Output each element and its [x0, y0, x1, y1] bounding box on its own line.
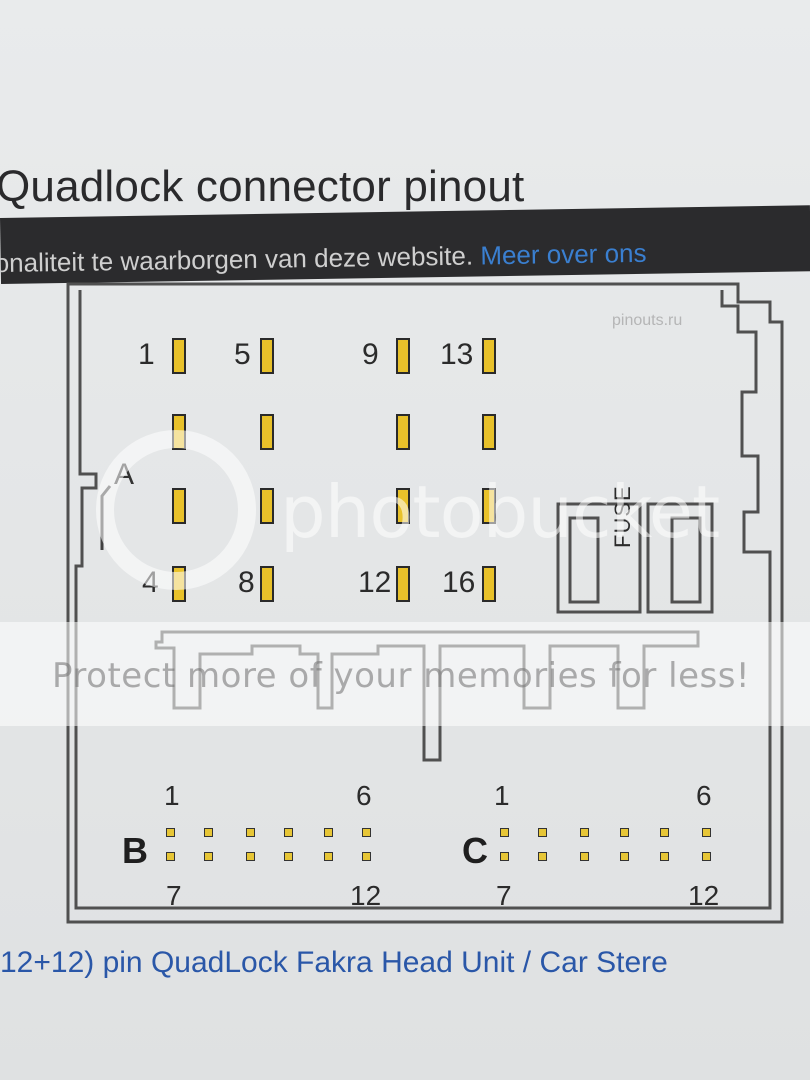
pin-c3 [580, 828, 589, 837]
pin-b5 [324, 828, 333, 837]
connector-outline [66, 282, 784, 924]
pin-b3 [246, 828, 255, 837]
site-watermark: pinouts.ru [612, 312, 683, 329]
pin-b2 [204, 828, 213, 837]
pin-c9 [580, 852, 589, 861]
pin-a7 [260, 488, 274, 524]
watermark-logo-ring [96, 430, 256, 590]
pin-c10 [620, 852, 629, 861]
pin-c11 [660, 852, 669, 861]
pin-c6 [702, 828, 711, 837]
pin-c2 [538, 828, 547, 837]
block-c-label: C [462, 830, 488, 871]
pin-a12 [396, 566, 410, 602]
pin-b9 [246, 852, 255, 861]
cookie-more-link[interactable]: Meer over ons [480, 237, 647, 271]
block-b-label: B [122, 830, 148, 871]
pin-c5 [660, 828, 669, 837]
block-b-pin-12: 12 [350, 880, 382, 911]
diagram-caption: 12+12) pin QuadLock Fakra Head Unit / Ca… [0, 946, 668, 979]
pin-a5 [260, 338, 274, 374]
pin-c12 [702, 852, 711, 861]
watermark-band [0, 622, 810, 726]
pin-b4 [284, 828, 293, 837]
block-c-pin-6: 6 [696, 780, 712, 811]
pin-c4 [620, 828, 629, 837]
block-c-pin-12: 12 [688, 880, 720, 911]
pin-a6 [260, 414, 274, 450]
pin-label-9: 9 [362, 338, 379, 371]
block-c-pin-7: 7 [496, 880, 512, 911]
pin-b7 [166, 852, 175, 861]
pin-b8 [204, 852, 213, 861]
watermark-logo-text: photobucket [280, 470, 720, 554]
pin-a16 [482, 566, 496, 602]
pin-a13 [482, 338, 496, 374]
pin-a9 [396, 338, 410, 374]
pin-label-13: 13 [440, 338, 474, 371]
block-b-pin-1: 1 [164, 780, 180, 811]
page-title: Quadlock connector pinout [0, 162, 525, 211]
pin-b1 [166, 828, 175, 837]
cookie-banner: onaliteit te waarborgen van deze website… [0, 205, 810, 284]
pin-c1 [500, 828, 509, 837]
pin-b6 [362, 828, 371, 837]
cookie-banner-text: onaliteit te waarborgen van deze website… [0, 238, 647, 279]
pin-label-12: 12 [358, 566, 392, 599]
pin-a11 [396, 488, 410, 524]
pin-label-16: 16 [442, 566, 476, 599]
pin-a14 [482, 414, 496, 450]
block-b-pin-7: 7 [166, 880, 182, 911]
pin-a8 [260, 566, 274, 602]
pin-a15 [482, 488, 496, 524]
cookie-text: onaliteit te waarborgen van deze website… [0, 240, 474, 279]
block-b-pin-6: 6 [356, 780, 372, 811]
pin-b11 [324, 852, 333, 861]
watermark-band-text: Protect more of your memories for less! [52, 656, 751, 696]
pin-label-8: 8 [238, 566, 255, 599]
block-c-pin-1: 1 [494, 780, 510, 811]
pin-c7 [500, 852, 509, 861]
pin-b10 [284, 852, 293, 861]
pin-label-1: 1 [138, 338, 155, 371]
pin-a10 [396, 414, 410, 450]
pin-label-5: 5 [234, 338, 251, 371]
quadlock-connector-diagram: pinouts.ru 1 5 9 13 4 8 12 16 A FUSE 1 6… [62, 282, 790, 942]
pin-b12 [362, 852, 371, 861]
pin-c8 [538, 852, 547, 861]
pin-a1 [172, 338, 186, 374]
